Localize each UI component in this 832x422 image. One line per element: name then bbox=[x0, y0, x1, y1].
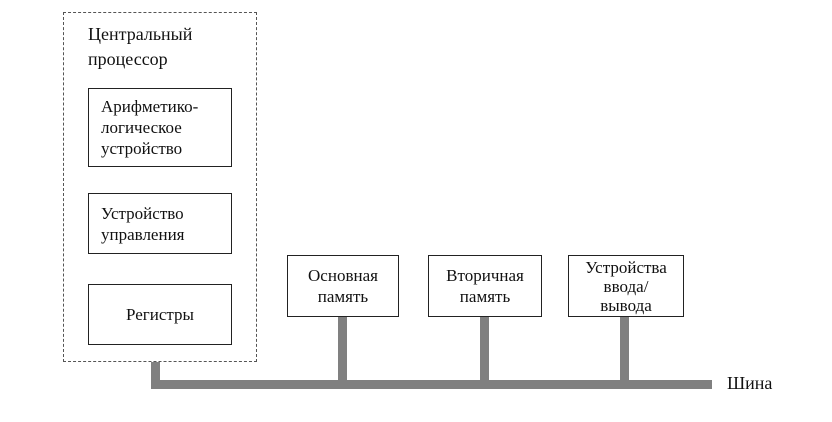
registers-box: Регистры bbox=[88, 284, 232, 345]
main-memory-box: Основная память bbox=[287, 255, 399, 317]
registers-label: Регистры bbox=[126, 305, 194, 324]
alu-box: Арифметико- логическое устройство bbox=[88, 88, 232, 167]
io-devices-box: Устройства ввода/ вывода bbox=[568, 255, 684, 317]
io-devices-label: Устройства ввода/ вывода bbox=[585, 257, 667, 315]
cpu-frame bbox=[63, 12, 257, 362]
main-memory-bus-connector bbox=[338, 317, 347, 383]
control-unit-box: Устройство управления bbox=[88, 193, 232, 254]
cpu-title: Центральный процессор bbox=[88, 24, 193, 69]
bus-line bbox=[151, 380, 712, 389]
control-unit-label: Устройство управления bbox=[101, 203, 185, 244]
alu-label: Арифметико- логическое устройство bbox=[101, 97, 199, 158]
cpu-bus-connector bbox=[151, 362, 160, 384]
secondary-memory-box: Вторичная память bbox=[428, 255, 542, 317]
bus-label: Шина bbox=[727, 373, 773, 393]
secondary-memory-label: Вторичная память bbox=[446, 266, 524, 306]
io-bus-connector bbox=[620, 317, 629, 383]
main-memory-label: Основная память bbox=[308, 266, 378, 306]
secondary-memory-bus-connector bbox=[480, 317, 489, 383]
